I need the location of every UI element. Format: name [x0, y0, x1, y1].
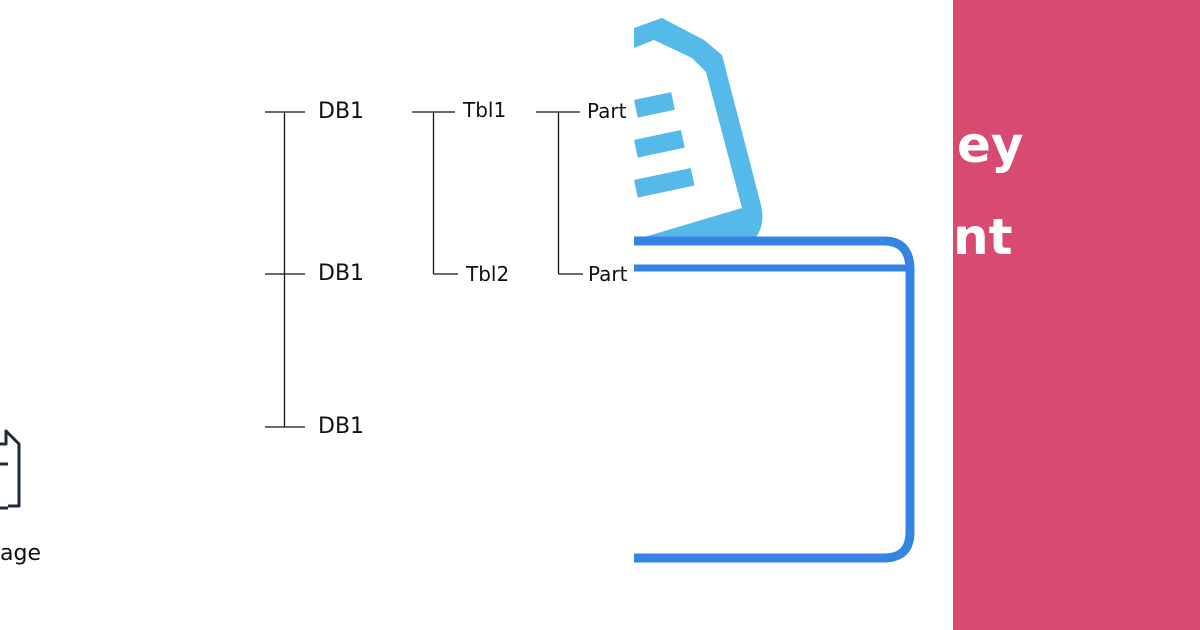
- hierarchy-connectors: [265, 111, 583, 428]
- db-node-label: DB1: [318, 414, 365, 439]
- partition-node-label: Part: [587, 99, 627, 123]
- partition-node-label: Part: [588, 262, 628, 286]
- document-line: [634, 130, 685, 158]
- db-node-label: DB1: [318, 99, 365, 124]
- document-icon: [0, 429, 21, 510]
- document-line: [634, 167, 695, 198]
- storage-label: age: [0, 541, 41, 566]
- table-node-label: Tbl1: [463, 98, 507, 122]
- table-node-label: Tbl2: [466, 262, 510, 286]
- document-folder-icon: [634, 18, 915, 563]
- banner-text-line1: ey: [957, 116, 1024, 174]
- folder-outline: [634, 236, 915, 563]
- document-line: [634, 92, 675, 118]
- banner-text-line2: nt: [953, 208, 1013, 266]
- banner-panel: [953, 0, 1200, 630]
- db-node-label: DB1: [318, 261, 365, 286]
